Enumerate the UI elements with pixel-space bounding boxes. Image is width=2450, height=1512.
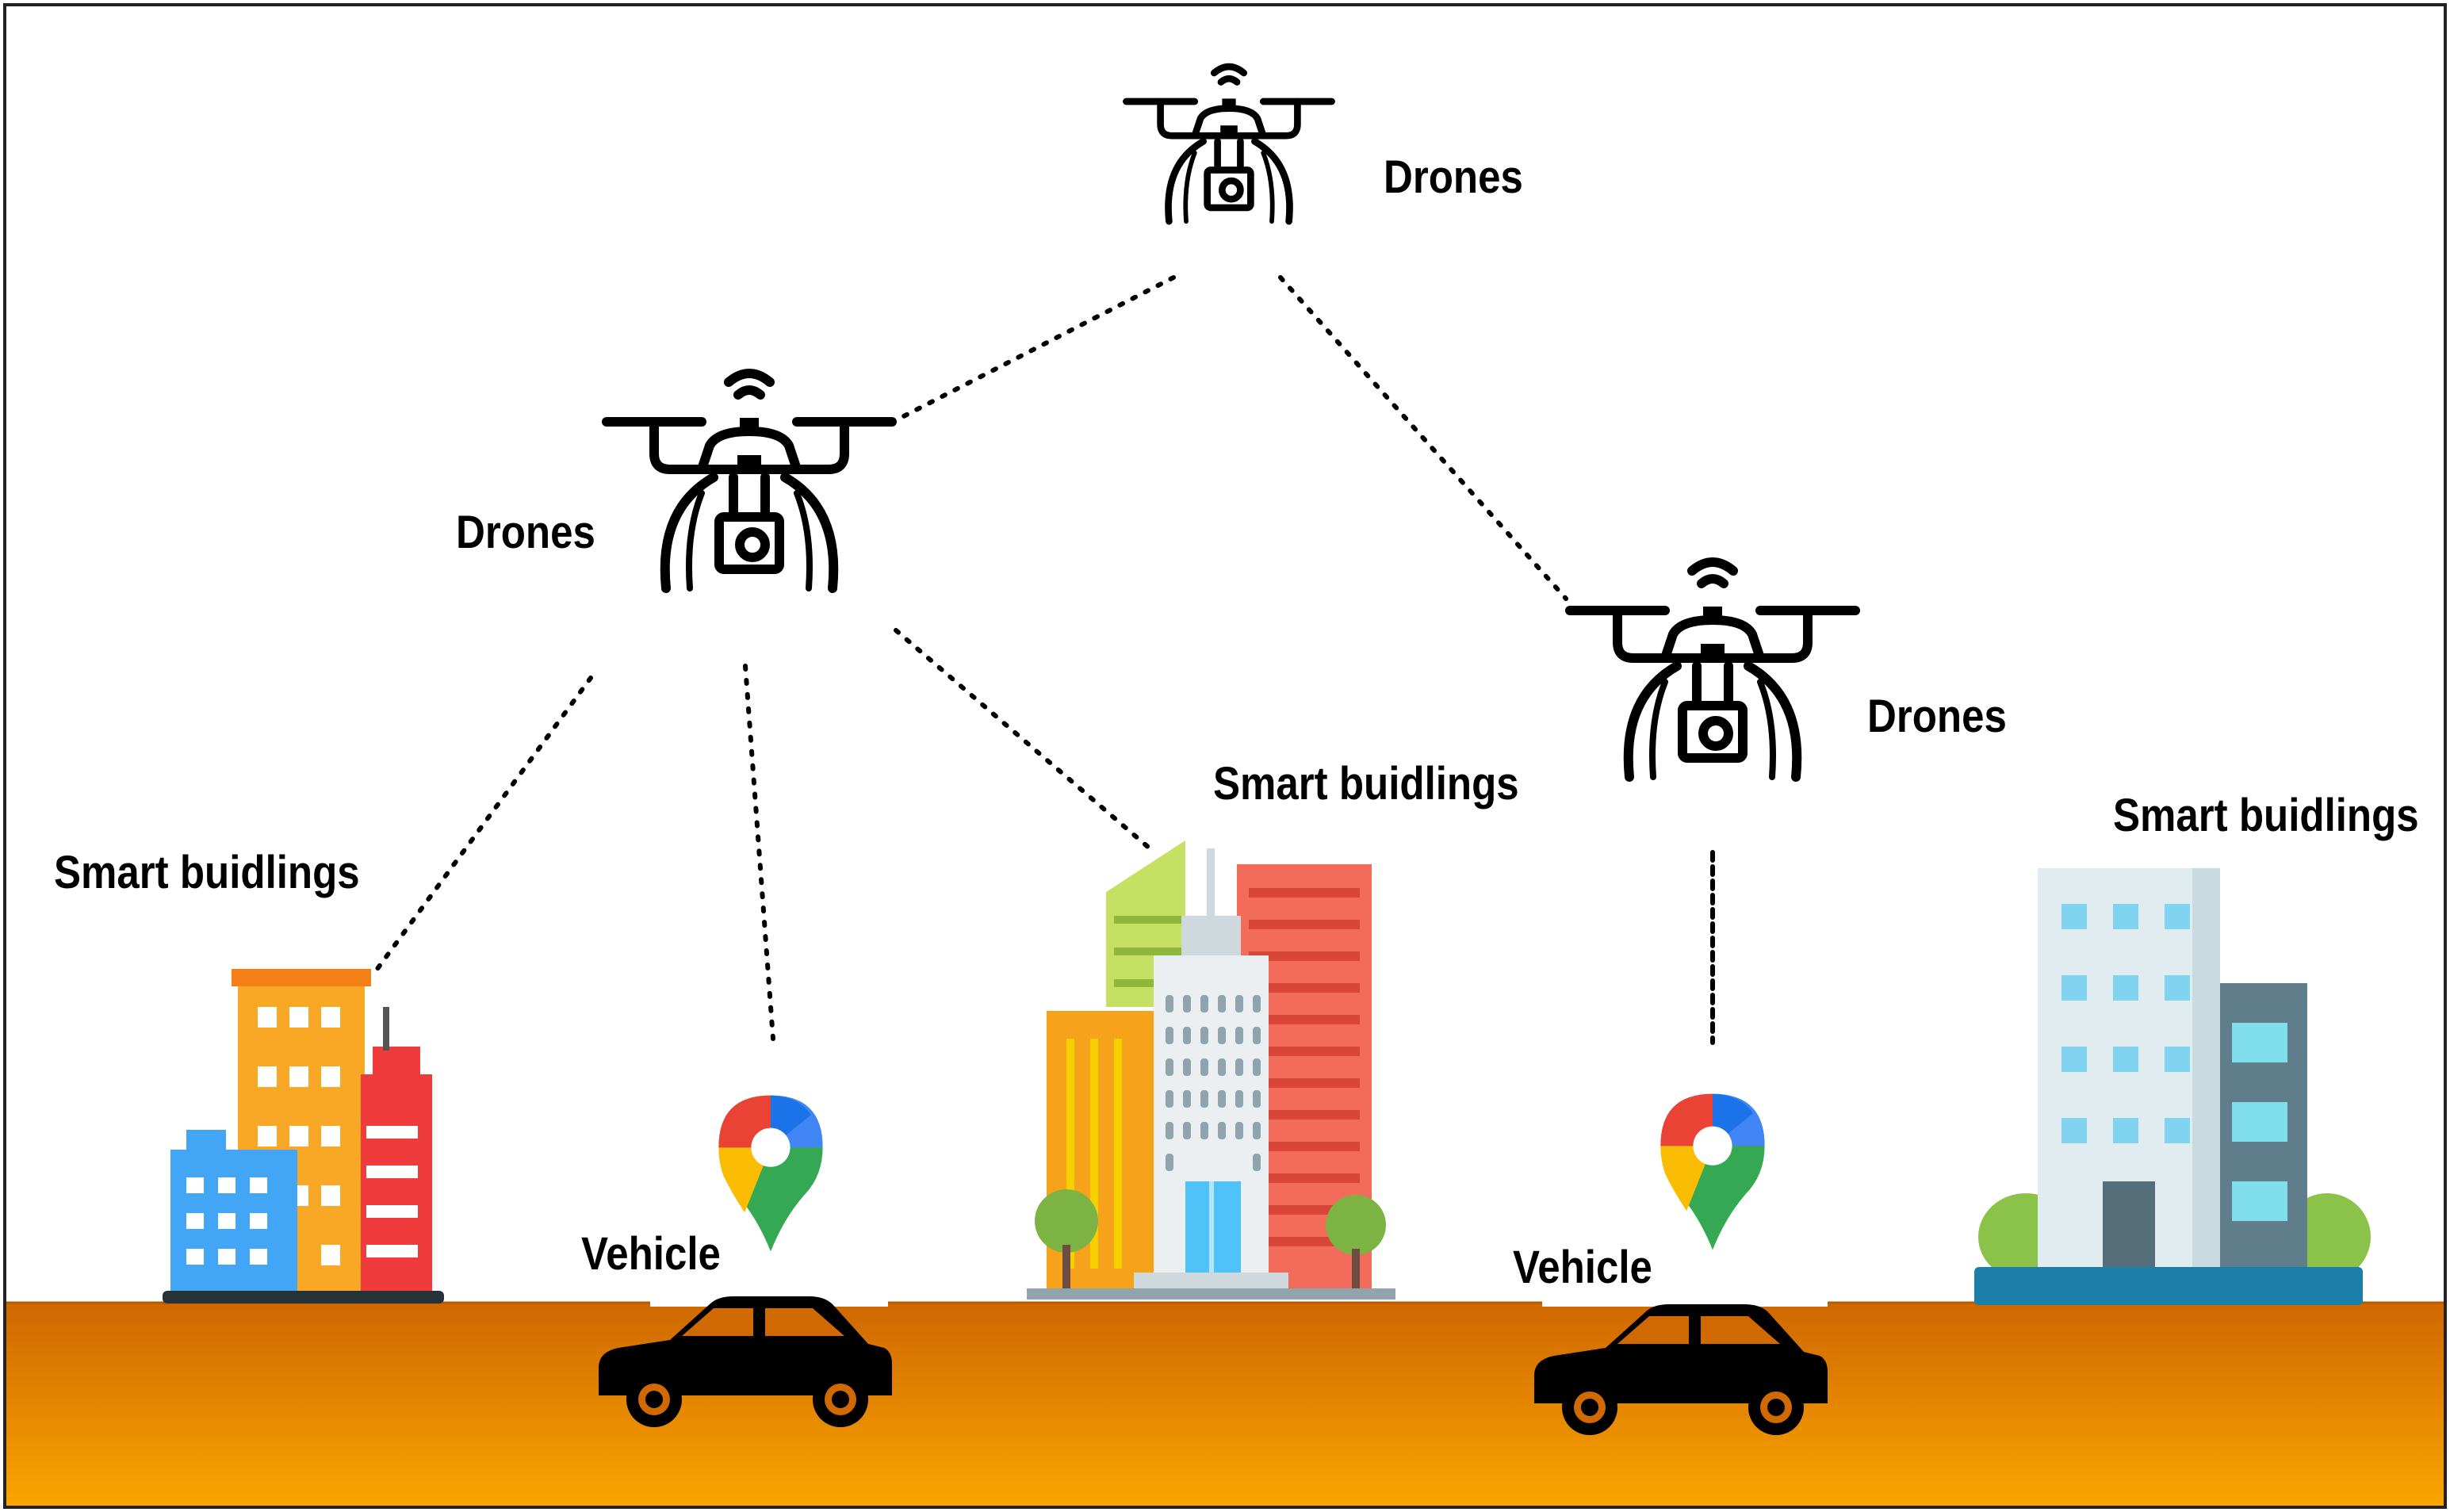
label-vehicle-left: Vehicle — [581, 1228, 721, 1280]
smart-building-center-icon — [1027, 840, 1395, 1300]
link-top-to-left-drone — [894, 275, 1176, 423]
link-drone-to-vehicle-left — [743, 664, 775, 1041]
ground — [6, 1303, 2444, 1506]
link-drone-to-building-center — [894, 628, 1152, 851]
link-drone-to-building-left — [370, 676, 593, 978]
label-smart-buildings-left: Smart buidlings — [54, 847, 360, 898]
label-smart-buildings-center: Smart buidlings — [1213, 758, 1519, 810]
link-top-to-right-drone — [1278, 275, 1568, 601]
label-drones-top: Drones — [1384, 151, 1523, 203]
label-drones-right: Drones — [1867, 691, 2007, 742]
smart-building-left-icon — [163, 969, 444, 1303]
label-smart-buildings-right: Smart buidlings — [2113, 790, 2419, 841]
label-vehicle-right: Vehicle — [1513, 1242, 1652, 1293]
network-links — [370, 275, 1715, 1045]
label-drones-left: Drones — [456, 507, 595, 558]
smart-building-right-icon — [1974, 868, 2371, 1305]
